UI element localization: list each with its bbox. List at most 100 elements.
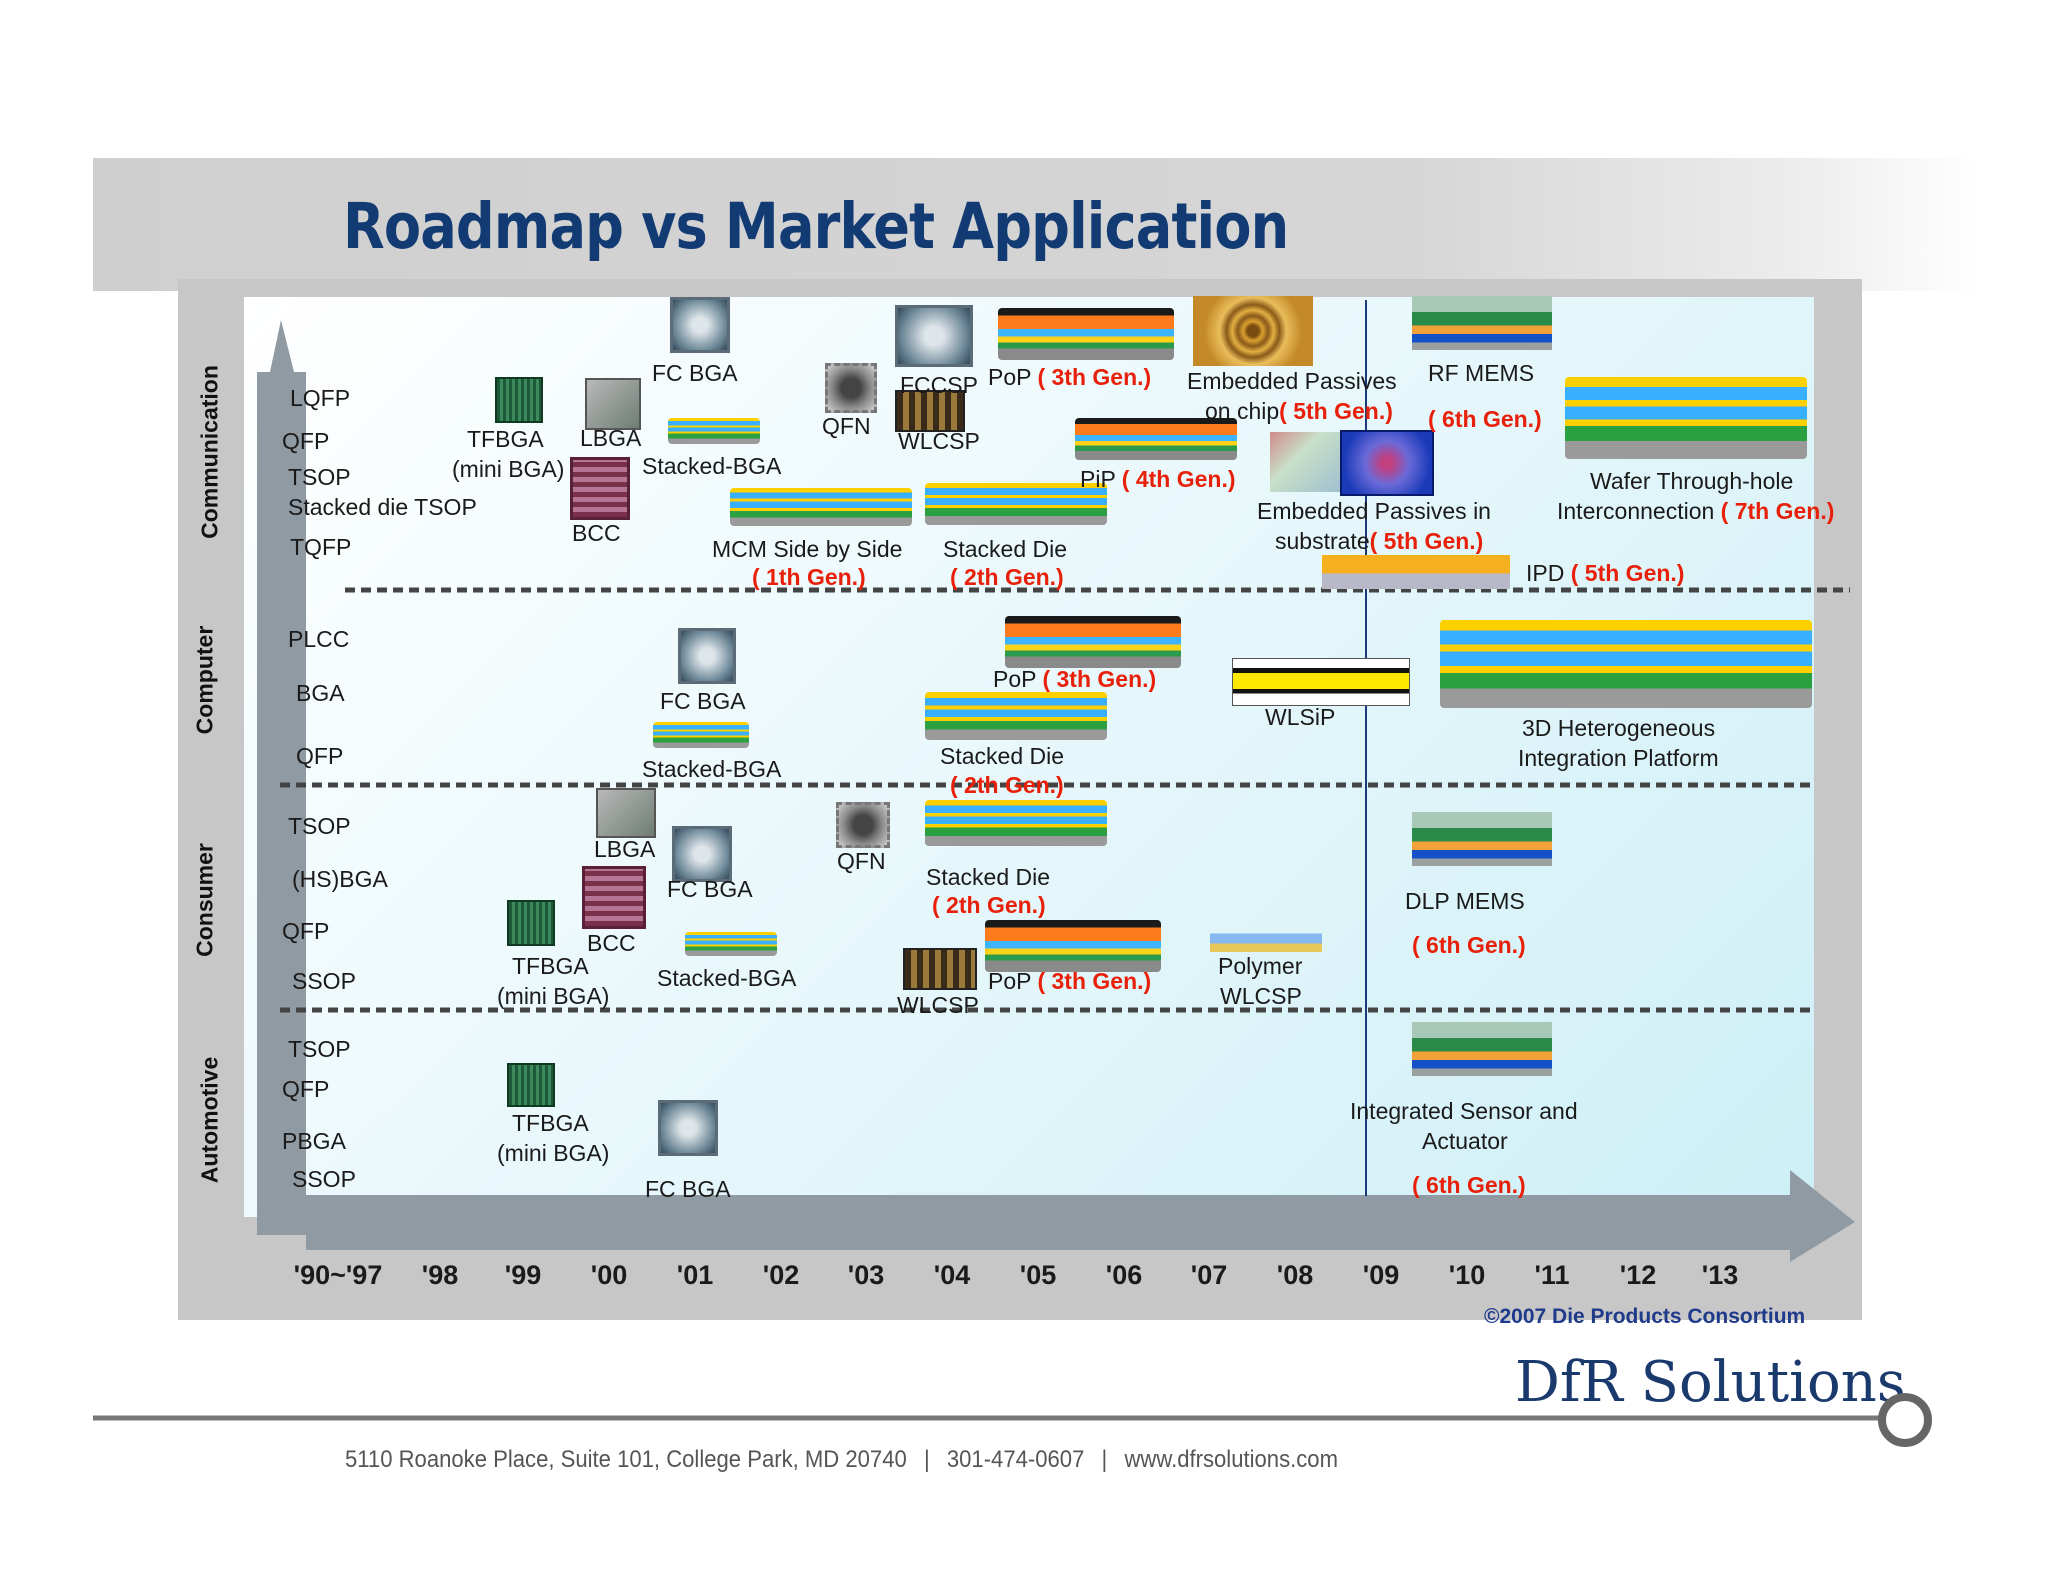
footer-separator: | <box>1101 1446 1108 1473</box>
label-embedded-chip: Embedded Passives <box>1187 368 1397 394</box>
label-fc-bga: FC BGA <box>667 876 753 902</box>
bcc-chip-icon <box>570 457 630 520</box>
bcc-chip-icon <box>582 866 646 929</box>
sensor-actuator-icon <box>1412 1022 1552 1076</box>
embedded-substrate-icon <box>1270 432 1340 492</box>
lbga-chip-icon <box>585 378 641 430</box>
label-stacked-die: Stacked Die <box>926 864 1051 890</box>
year-tick: '07 <box>1190 1260 1228 1290</box>
fccsp-chip-icon <box>895 305 973 367</box>
label-sensor-gen: ( 6th Gen.) <box>1412 1172 1526 1198</box>
label-rf-mems: RF MEMS <box>1428 360 1535 386</box>
label-wlsip: WLSiP <box>1265 704 1336 730</box>
label-fc-bga: FC BGA <box>660 688 746 714</box>
label-3d-heterogeneous-2: Integration Platform <box>1518 745 1719 771</box>
label-qfn: QFN <box>837 848 886 874</box>
embedded-passive-chip-icon <box>1340 430 1434 496</box>
stacked-die-icon <box>925 692 1107 740</box>
legacy-label: PLCC <box>288 626 350 652</box>
legacy-label: PBGA <box>282 1128 346 1154</box>
year-tick: '11 <box>1534 1260 1570 1290</box>
label-qfn: QFN <box>822 413 871 439</box>
label-stacked-die: Stacked Die <box>940 743 1065 769</box>
footer-address: 5110 Roanoke Place, Suite 101, College P… <box>345 1446 907 1473</box>
legacy-label: QFP <box>282 918 330 944</box>
fc-bga-chip-icon <box>658 1100 718 1156</box>
label-wafer-through-hole-2: Interconnection ( 7th Gen.) <box>1557 498 1835 524</box>
label-tfbga-sub: (mini BGA) <box>497 1140 610 1166</box>
label-ipd: IPD ( 5th Gen.) <box>1526 560 1685 586</box>
year-tick: '10 <box>1448 1260 1486 1290</box>
label-polymer-2: WLCSP <box>1220 983 1302 1009</box>
tfbga-chip-icon <box>507 1063 555 1107</box>
year-tick: '02 <box>762 1260 800 1290</box>
legacy-label: Stacked die TSOP <box>288 494 477 520</box>
year-tick: '13 <box>1701 1260 1739 1290</box>
label-stacked-die-gen: ( 2th Gen.) <box>932 892 1046 918</box>
footer-separator: | <box>923 1446 930 1473</box>
embedded-passive-spiral-icon <box>1193 296 1313 366</box>
dfr-logo-text: DfR Solutions <box>1515 1350 1906 1415</box>
wlsip-package-icon <box>1232 658 1410 706</box>
fc-bga-chip-icon <box>672 826 732 882</box>
label-stacked-die-gen: ( 2th Gen.) <box>950 772 1064 798</box>
fc-bga-chip-icon <box>678 628 736 684</box>
logo-ring-icon <box>1878 1393 1932 1447</box>
label-lbga: LBGA <box>594 836 656 862</box>
year-tick: '06 <box>1105 1260 1143 1290</box>
stacked-die-icon <box>925 800 1107 846</box>
rf-mems-icon <box>1412 296 1552 350</box>
label-sensor: Integrated Sensor and <box>1350 1098 1578 1124</box>
stacked-die-icon <box>925 483 1107 525</box>
label-wlcsp: WLCSP <box>898 428 980 454</box>
label-tfbga: TFBGA <box>512 953 589 979</box>
legacy-label: QFP <box>296 743 344 769</box>
pop-package-icon <box>985 920 1161 972</box>
label-mcm: MCM Side by Side <box>712 536 903 562</box>
label-stacked-bga: Stacked-BGA <box>657 965 797 991</box>
wlcsp-chip-icon <box>903 948 977 990</box>
label-pop: PoP ( 3th Gen.) <box>993 666 1157 692</box>
label-pop: PoP ( 3th Gen.) <box>988 364 1152 390</box>
polymer-wlcsp-icon <box>1210 918 1322 952</box>
label-tfbga-sub: (mini BGA) <box>497 983 610 1009</box>
plot-area <box>244 297 1814 1217</box>
footer-contact: 5110 Roanoke Place, Suite 101, College P… <box>345 1446 1338 1474</box>
label-lbga: LBGA <box>580 425 642 451</box>
legacy-label: TSOP <box>288 1036 351 1062</box>
label-stacked-bga: Stacked-BGA <box>642 453 782 479</box>
wafer-through-hole-icon <box>1565 377 1807 459</box>
year-tick: '03 <box>847 1260 885 1290</box>
label-wafer-through-hole: Wafer Through-hole <box>1590 468 1794 494</box>
pip-package-icon <box>1075 418 1237 460</box>
stacked-bga-package-icon <box>653 722 749 748</box>
legacy-label: QFP <box>282 428 330 454</box>
year-tick: '08 <box>1276 1260 1314 1290</box>
label-pop: PoP ( 3th Gen.) <box>988 968 1152 994</box>
year-tick: '12 <box>1619 1260 1657 1290</box>
3d-heterogeneous-icon <box>1440 620 1812 708</box>
year-tick: '05 <box>1019 1260 1057 1290</box>
stacked-bga-package-icon <box>668 418 760 444</box>
label-tfbga-sub: (mini BGA) <box>452 456 565 482</box>
label-mcm-gen: ( 1th Gen.) <box>752 564 866 590</box>
title-band <box>93 158 1980 291</box>
legacy-label: SSOP <box>292 968 356 994</box>
label-stacked-die-gen: ( 2th Gen.) <box>950 564 1064 590</box>
label-bcc: BCC <box>572 520 621 546</box>
label-tfbga: TFBGA <box>467 426 544 452</box>
label-fc-bga: FC BGA <box>645 1176 731 1202</box>
label-fccsp: FCCSP <box>900 372 978 398</box>
pop-package-icon <box>1005 616 1181 668</box>
year-tick: '04 <box>933 1260 971 1290</box>
footer-website[interactable]: www.dfrsolutions.com <box>1124 1446 1338 1473</box>
legacy-label: TSOP <box>288 464 351 490</box>
fc-bga-chip-icon <box>670 297 730 353</box>
dlp-mems-icon <box>1412 812 1552 866</box>
legacy-label: SSOP <box>292 1166 356 1192</box>
legacy-label: (HS)BGA <box>292 866 388 892</box>
year-tick: '98 <box>421 1260 459 1290</box>
label-stacked-die: Stacked Die <box>943 536 1068 562</box>
